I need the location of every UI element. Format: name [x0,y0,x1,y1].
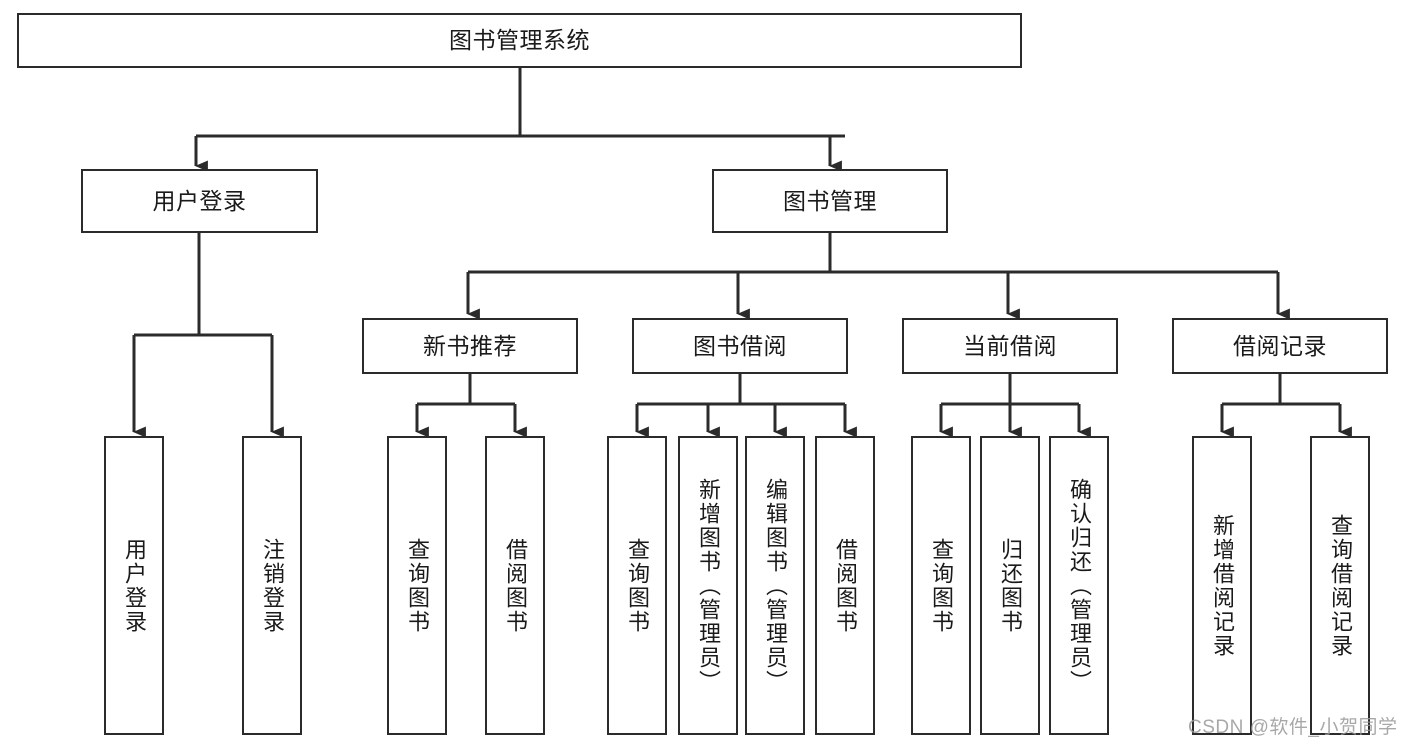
node-new-book-recommend[interactable]: 新书推荐 [362,318,578,374]
leaf-current-return-book[interactable]: 归还图书 [980,436,1040,735]
node-book-management[interactable]: 图书管理 [712,169,948,233]
leaf-borrow-edit-book[interactable]: 编辑图书（管理员） [745,436,805,735]
node-label: 编辑图书（管理员） [763,477,788,694]
leaf-current-query-book[interactable]: 查询图书 [911,436,971,735]
node-label: 新增图书（管理员） [696,477,721,694]
leaf-recommend-borrow-book[interactable]: 借阅图书 [485,436,545,735]
leaf-current-confirm-return[interactable]: 确认归还（管理员） [1049,436,1109,735]
node-book-borrow[interactable]: 图书借阅 [632,318,848,374]
node-borrow-record[interactable]: 借阅记录 [1172,318,1388,374]
node-label: 确认归还（管理员） [1067,477,1092,694]
node-label: 查询图书 [405,537,430,634]
node-label: 借阅图书 [503,537,528,634]
node-label: 查询图书 [625,537,650,634]
node-label: 用户登录 [122,537,147,634]
leaf-user-login-logout[interactable]: 注销登录 [242,436,302,735]
node-label: 借阅图书 [833,537,858,634]
node-label: 图书管理系统 [449,27,590,54]
node-root-system[interactable]: 图书管理系统 [17,13,1022,68]
node-current-borrow[interactable]: 当前借阅 [902,318,1118,374]
leaf-borrow-borrow-book[interactable]: 借阅图书 [815,436,875,735]
node-user-login[interactable]: 用户登录 [81,169,318,233]
leaf-record-query-record[interactable]: 查询借阅记录 [1310,436,1370,735]
node-label: 图书管理 [783,187,877,214]
leaf-borrow-query-book[interactable]: 查询图书 [607,436,667,735]
node-label: 借阅记录 [1233,332,1327,359]
node-label: 用户登录 [152,187,247,214]
node-label: 新增借阅记录 [1210,513,1235,658]
node-label: 当前借阅 [963,332,1057,359]
node-label: 图书借阅 [693,332,787,359]
node-label: 注销登录 [260,537,285,634]
leaf-user-login-login[interactable]: 用户登录 [104,436,164,735]
node-label: 查询借阅记录 [1328,513,1353,658]
node-label: 归还图书 [998,537,1023,634]
leaf-borrow-add-book[interactable]: 新增图书（管理员） [678,436,738,735]
watermark-text: CSDN @软件_小贺同学 [1188,717,1398,738]
leaf-record-add-record[interactable]: 新增借阅记录 [1192,436,1252,735]
node-label: 查询图书 [929,537,954,634]
leaf-recommend-query-book[interactable]: 查询图书 [387,436,447,735]
node-label: 新书推荐 [423,332,517,359]
